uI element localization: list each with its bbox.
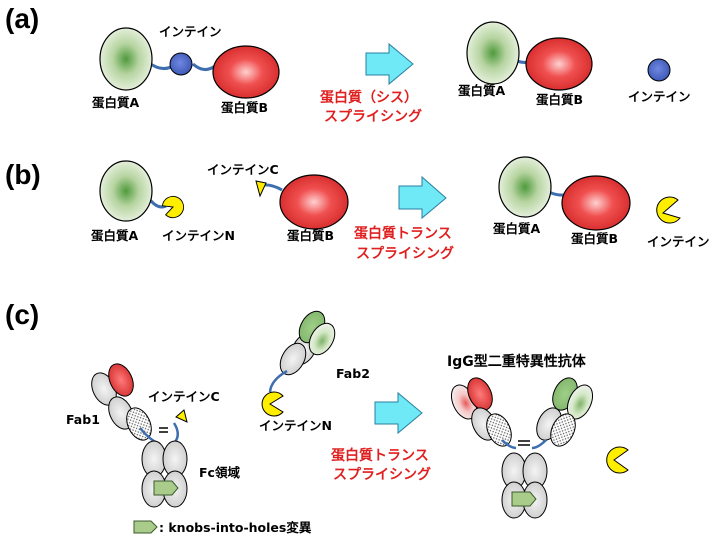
free-intein-pacman-b bbox=[656, 196, 681, 224]
intein-c-wedge-c bbox=[175, 409, 188, 423]
right-arrow-icon-c bbox=[374, 391, 423, 435]
product-b-label-b: 蛋白質B bbox=[571, 231, 618, 246]
fc-domain-label: Fc領域 bbox=[199, 465, 240, 480]
legend-label: : knobs-into-holes変異 bbox=[159, 520, 312, 535]
bispecific-igg bbox=[450, 377, 594, 519]
intein-n-label-c: インテインN bbox=[259, 418, 332, 433]
product-title: IgG型二重特異性抗体 bbox=[447, 353, 587, 370]
reaction-a-line2: スプライシング bbox=[324, 108, 422, 125]
fc-region bbox=[141, 427, 188, 508]
right-arrow-icon bbox=[365, 42, 414, 86]
right-arrow-icon-b bbox=[398, 175, 447, 220]
product-a-label: 蛋白質A bbox=[458, 83, 506, 98]
reaction-b-line2: スプライシング bbox=[356, 245, 454, 262]
fab2-arm bbox=[279, 310, 336, 376]
product-a-shape bbox=[466, 21, 520, 85]
protein-a-shape bbox=[99, 27, 153, 91]
panel-b-label: (b) bbox=[5, 159, 41, 190]
free-intein-pacman-c bbox=[606, 446, 629, 474]
protein-b-label: 蛋白質B bbox=[221, 100, 268, 115]
legend-knob-icon bbox=[133, 520, 158, 534]
product-intein-label: インテイン bbox=[628, 89, 691, 104]
fab1-arm bbox=[91, 363, 152, 441]
knob-pentagon-icon bbox=[153, 480, 179, 496]
intein-c-label-b: インテインC bbox=[207, 162, 279, 177]
fab1-label: Fab1 bbox=[66, 412, 100, 427]
intein-n-pacman-c bbox=[261, 391, 284, 417]
protein-b-shape-b bbox=[279, 174, 349, 230]
product-a-label-b: 蛋白質A bbox=[493, 221, 541, 236]
panel-c-label: (c) bbox=[5, 299, 39, 330]
intein-c-wedge bbox=[255, 180, 267, 198]
intein-n-label-b: インテインN bbox=[162, 228, 235, 243]
protein-a-label: 蛋白質A bbox=[92, 95, 140, 110]
fab2-label: Fab2 bbox=[336, 366, 370, 381]
free-intein-circle bbox=[647, 58, 671, 82]
knob-pentagon-icon-product bbox=[511, 491, 537, 507]
product-a-shape-b bbox=[498, 156, 552, 218]
linker-a-right bbox=[191, 62, 216, 71]
intein-label: インテイン bbox=[159, 24, 222, 39]
protein-b-label-b: 蛋白質B bbox=[287, 228, 334, 243]
reaction-a-line1: 蛋白質（シス） bbox=[320, 89, 418, 106]
reaction-c-line1: 蛋白質トランス bbox=[331, 447, 429, 464]
protein-a-label-b: 蛋白質A bbox=[91, 228, 139, 243]
product-b-shape-b bbox=[561, 175, 631, 231]
intein-blue-circle bbox=[169, 52, 193, 76]
reaction-b-line1: 蛋白質トランス bbox=[354, 225, 452, 242]
product-b-shape bbox=[525, 37, 593, 91]
reaction-c-line2: スプライシング bbox=[333, 466, 431, 483]
intein-c-label-c: インテインC bbox=[148, 389, 220, 404]
protein-b-shape bbox=[212, 45, 280, 99]
panel-a-label: (a) bbox=[5, 3, 39, 34]
protein-a-shape-b bbox=[99, 160, 153, 222]
product-intein-label-b: インテイン bbox=[647, 234, 710, 249]
linker-c-intein bbox=[172, 422, 179, 443]
linker-c-fab2 bbox=[268, 369, 288, 393]
product-b-label: 蛋白質B bbox=[536, 92, 583, 107]
